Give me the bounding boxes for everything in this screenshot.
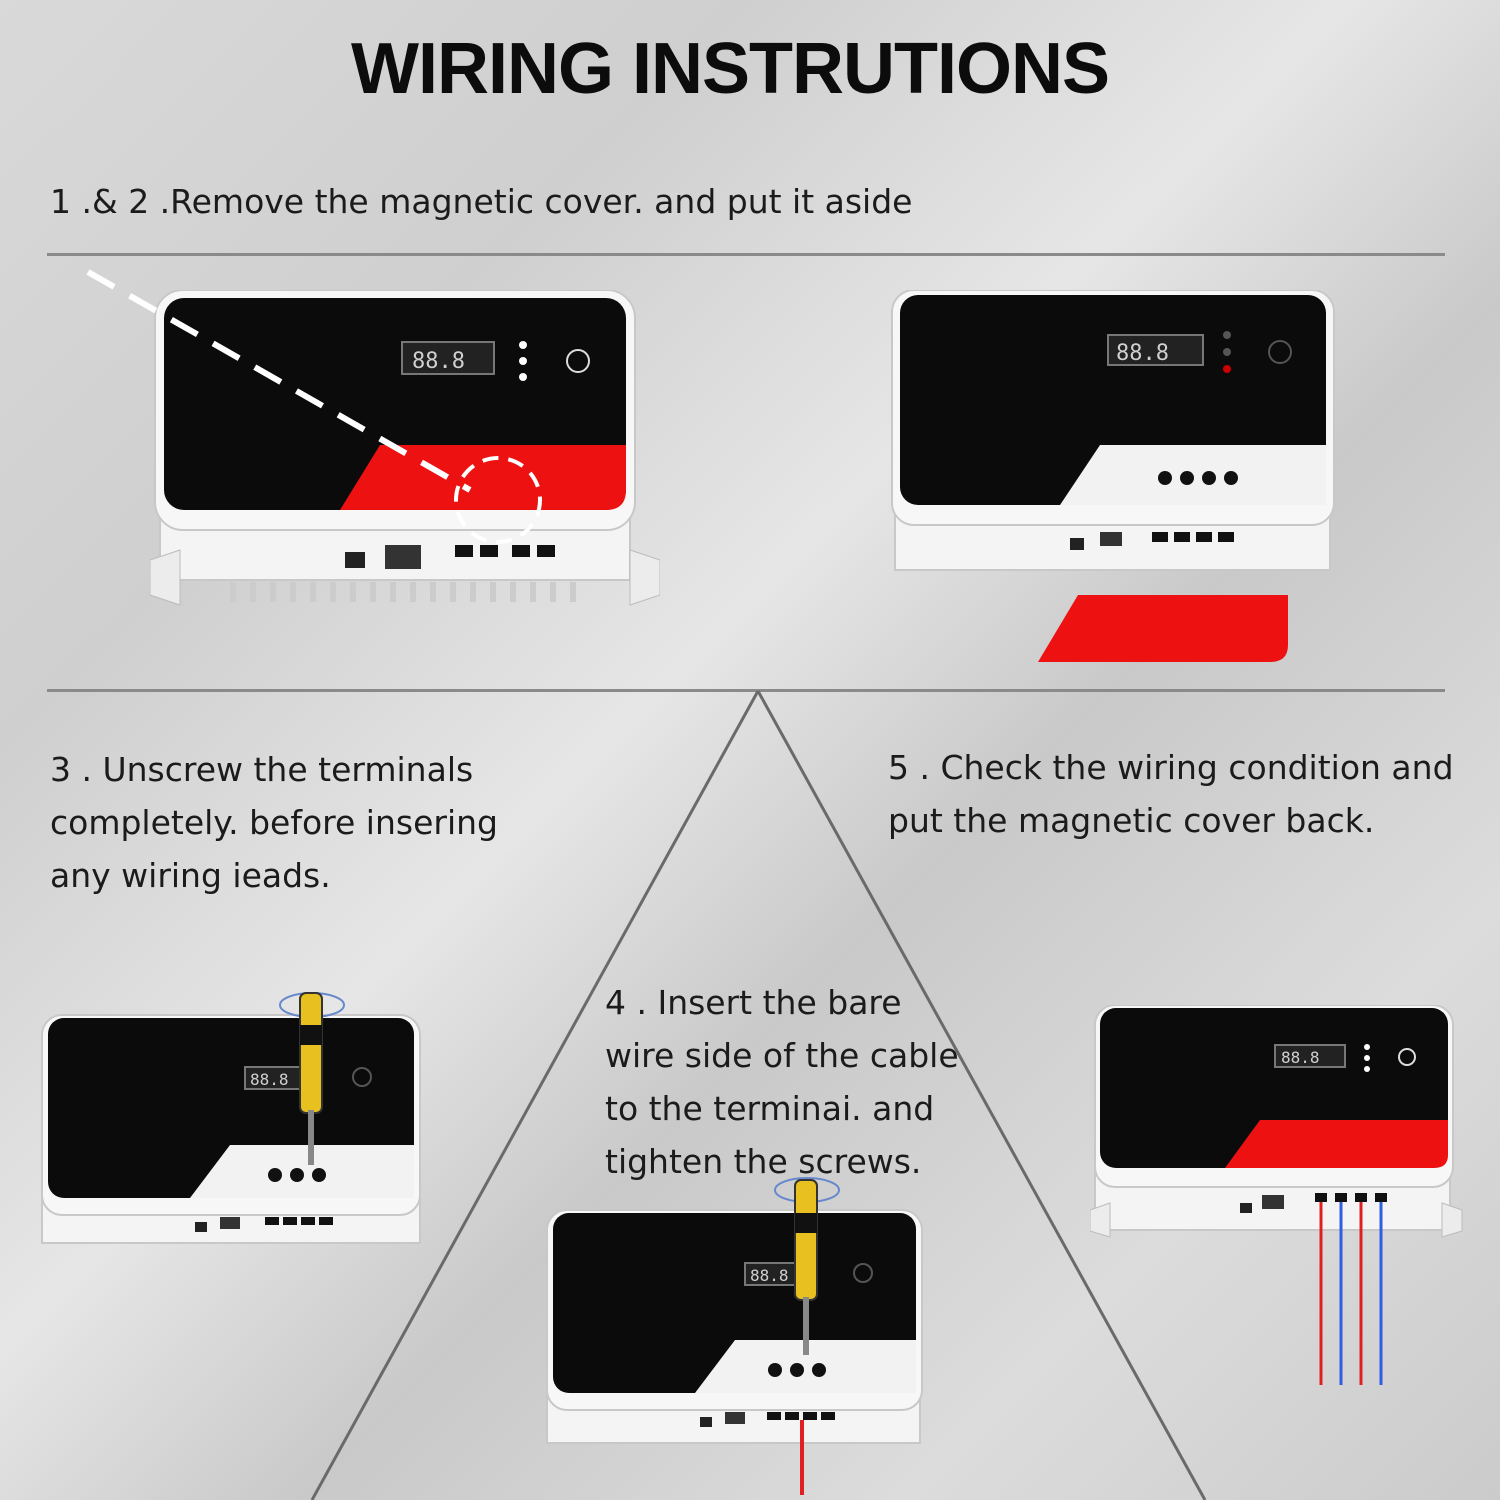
display-readout: 88.8 xyxy=(250,1070,289,1089)
device-step1: 88.8 xyxy=(150,290,660,606)
device-step3: 88.8 xyxy=(41,992,421,1244)
magnetic-cover-icon xyxy=(1038,595,1288,662)
screwdriver-icon xyxy=(774,1177,840,1355)
device-step2: 88.8 xyxy=(891,290,1335,571)
step-3-text: 3 . Unscrew the terminals completely. be… xyxy=(50,750,498,895)
step-5-text: 5 . Check the wiring condition and put t… xyxy=(888,748,1454,840)
display-readout: 88.8 xyxy=(750,1266,789,1285)
page-title: WIRING INSTRUTIONS xyxy=(351,29,1110,109)
display-readout: 88.8 xyxy=(1281,1048,1320,1067)
divider-top xyxy=(47,253,1445,256)
device-step5: 88.8 xyxy=(1090,1005,1463,1385)
screwdriver-icon xyxy=(279,992,345,1165)
display-readout: 88.8 xyxy=(1116,341,1169,366)
step-1-2-text: 1 .& 2 .Remove the magnetic cover. and p… xyxy=(50,182,913,221)
display-readout: 88.8 xyxy=(412,349,465,374)
divider-middle xyxy=(47,689,1445,692)
device-step4: 88.8 xyxy=(546,1177,923,1495)
step-4-text: 4 . Insert the bare wire side of the cab… xyxy=(605,983,959,1181)
wire-icon xyxy=(1319,1202,1383,1385)
